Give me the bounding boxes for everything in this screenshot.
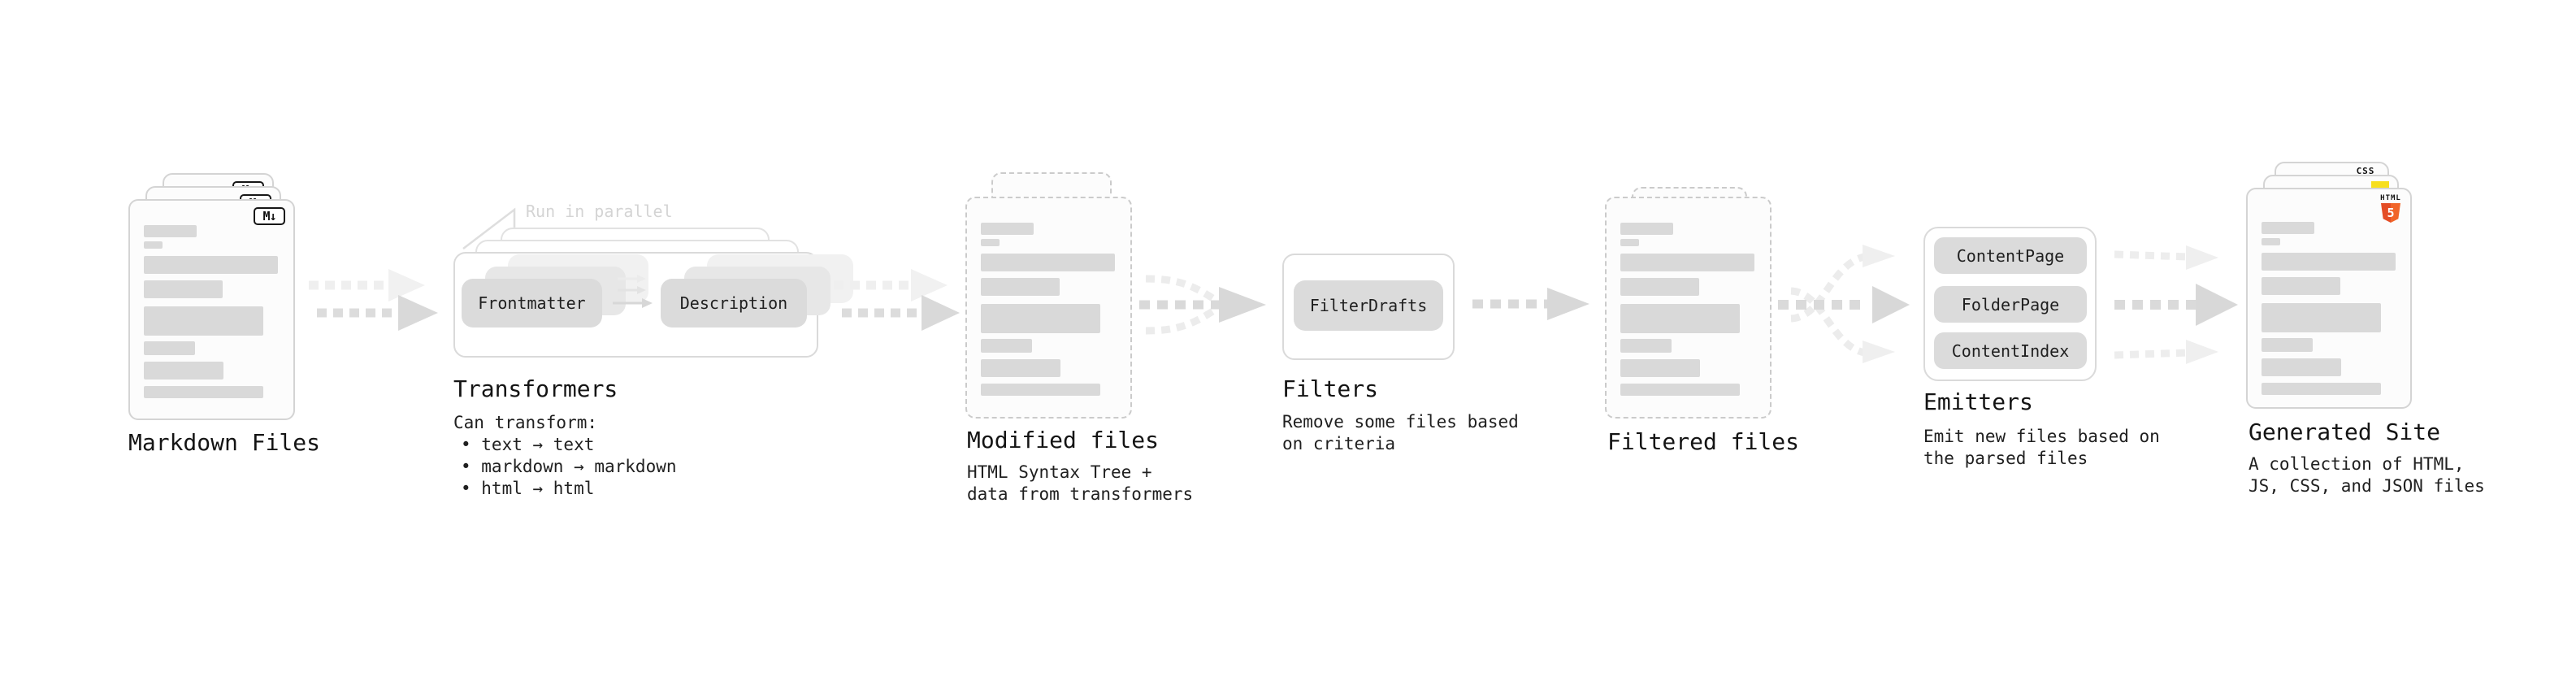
text-line-placeholder	[144, 280, 223, 298]
text-line-placeholder	[981, 304, 1100, 333]
html5-icon: HTML 5	[2380, 194, 2401, 223]
generated-site-card-front: HTML 5	[2246, 188, 2412, 409]
generated-site-description: A collection of HTML, JS, CSS, and JSON …	[2249, 454, 2485, 496]
filtered-file-card-front	[1605, 197, 1772, 419]
arrow-filtered-to-emitters	[1778, 245, 1910, 363]
arrow-filters-to-filtered	[1472, 288, 1589, 320]
text-line-placeholder	[2262, 238, 2280, 245]
text-line-placeholder	[981, 278, 1060, 296]
run-in-parallel-callout: Run in parallel	[526, 202, 673, 221]
markdown-files-label: Markdown Files	[128, 429, 321, 456]
callout-leader-line	[462, 207, 516, 249]
text-line-placeholder	[1620, 278, 1699, 296]
text-line-placeholder	[2262, 358, 2341, 376]
doc-placeholder-lines	[981, 198, 1122, 417]
frontmatter-transformer-pill: Frontmatter	[462, 279, 602, 327]
arrow-transformers-to-modified	[834, 269, 960, 331]
filters-description: Remove some files based on criteria	[1282, 412, 1519, 453]
modified-file-card-front	[965, 197, 1132, 419]
text-line-placeholder	[981, 359, 1060, 377]
text-line-placeholder	[144, 241, 163, 249]
markdown-file-card-front: M↓	[128, 199, 295, 420]
doc-placeholder-lines	[144, 201, 285, 419]
transformers-description: Can transform: • text → text • markdown …	[453, 413, 677, 498]
text-line-placeholder	[144, 362, 223, 380]
text-line-placeholder	[2262, 222, 2314, 234]
folderpage-emitter-pill: FolderPage	[1934, 286, 2087, 323]
description-transformer-pill: Description	[661, 279, 807, 327]
generated-site-label: Generated Site	[2249, 419, 2441, 445]
text-line-placeholder	[981, 384, 1100, 396]
text-line-placeholder	[981, 339, 1032, 353]
javascript-icon	[2371, 181, 2389, 189]
text-line-placeholder	[2262, 383, 2381, 395]
modified-files-description: HTML Syntax Tree + data from transformer…	[967, 462, 1194, 504]
text-line-placeholder	[144, 256, 278, 274]
emitters-label: Emitters	[1923, 388, 2033, 415]
doc-placeholder-lines	[1620, 198, 1762, 417]
text-line-placeholder	[2262, 277, 2340, 295]
contentpage-emitter-pill: ContentPage	[1934, 237, 2087, 274]
arrow-emitters-to-site	[2114, 245, 2238, 364]
text-line-placeholder	[1620, 384, 1740, 396]
text-line-placeholder	[2262, 338, 2313, 352]
text-line-placeholder	[981, 254, 1115, 271]
text-line-placeholder	[1620, 223, 1673, 235]
text-line-placeholder	[144, 341, 195, 355]
text-line-placeholder	[2262, 253, 2396, 271]
text-line-placeholder	[2262, 303, 2381, 332]
modified-files-label: Modified files	[967, 427, 1160, 453]
text-line-placeholder	[144, 225, 197, 237]
text-line-placeholder	[1620, 254, 1754, 271]
parallel-run-arrows	[613, 275, 653, 308]
transformers-label: Transformers	[453, 375, 618, 402]
text-line-placeholder	[1620, 339, 1672, 353]
markdown-icon: M↓	[254, 207, 285, 225]
text-line-placeholder	[144, 386, 263, 398]
text-line-placeholder	[981, 223, 1034, 235]
text-line-placeholder	[1620, 359, 1700, 377]
contentindex-emitter-pill: ContentIndex	[1934, 332, 2087, 369]
text-line-placeholder	[1620, 304, 1740, 333]
filtered-files-label: Filtered files	[1607, 428, 1800, 455]
filterdrafts-pill: FilterDrafts	[1294, 280, 1443, 331]
doc-placeholder-lines	[2262, 222, 2402, 407]
arrow-markdown-to-transformers	[309, 269, 438, 331]
emitters-description: Emit new files based on the parsed files	[1923, 427, 2160, 468]
text-line-placeholder	[144, 306, 263, 336]
arrow-modified-to-filters	[1139, 275, 1266, 335]
text-line-placeholder	[981, 239, 1000, 246]
filters-label: Filters	[1282, 375, 1379, 402]
text-line-placeholder	[1620, 239, 1639, 246]
